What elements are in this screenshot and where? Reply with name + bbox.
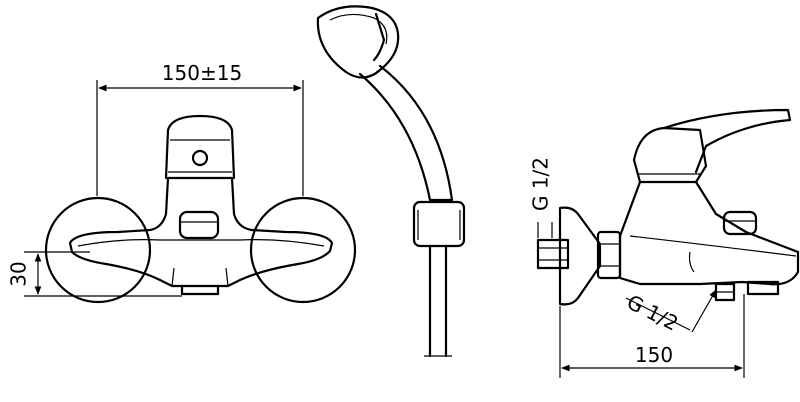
shower-head (316, 5, 400, 79)
side-body (618, 180, 800, 286)
outlet-thread-label: G 1/2 (623, 290, 682, 336)
inlet-fitting (536, 238, 570, 270)
inlet-thread-label: G 1/2 (529, 157, 553, 211)
side-width-dimension (559, 294, 745, 378)
side-height-dimension (24, 251, 182, 297)
spout-outlet (180, 284, 220, 296)
mixer-body-contour (77, 239, 325, 247)
side-cartridge (632, 126, 708, 184)
side-height-label: 30 (7, 261, 31, 286)
shower-holder (412, 200, 466, 248)
right-wall-flange (249, 196, 357, 304)
hand-shower (316, 5, 466, 358)
side-width-label: 150 (635, 343, 673, 367)
side-lever (662, 108, 792, 174)
front-view (44, 114, 357, 304)
outlet-thread-callout (625, 289, 717, 333)
side-view (536, 108, 800, 306)
side-diverter-knob (722, 210, 758, 236)
hex-nut (596, 230, 622, 280)
mixer-body (68, 176, 334, 288)
left-wall-flange (44, 196, 152, 304)
lever-cartridge (164, 114, 236, 180)
wall-flange-side (558, 206, 602, 306)
top-width-dimension (96, 80, 304, 196)
lever-screw-cap (191, 149, 209, 167)
top-width-label: 150±15 (162, 61, 242, 85)
shower-handle (358, 64, 454, 202)
spout-outlet-side (746, 280, 780, 296)
inlet-thread-callout (537, 222, 553, 238)
diverter-knob (178, 210, 220, 240)
